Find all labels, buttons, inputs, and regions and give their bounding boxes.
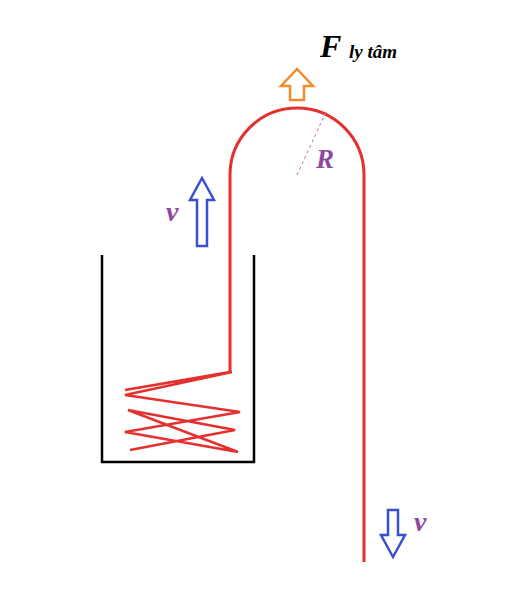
radius-label: R bbox=[316, 146, 334, 173]
force-arrow bbox=[281, 69, 313, 100]
chain bbox=[230, 108, 364, 562]
coiled-chain bbox=[125, 372, 240, 452]
velocity-arrow bbox=[381, 510, 405, 557]
force-subscript: ly tâm bbox=[349, 42, 397, 61]
velocity-label: v bbox=[414, 508, 426, 536]
force-symbol: F bbox=[320, 30, 341, 62]
velocity-arrow bbox=[190, 178, 214, 246]
velocity-label: v bbox=[166, 198, 178, 226]
